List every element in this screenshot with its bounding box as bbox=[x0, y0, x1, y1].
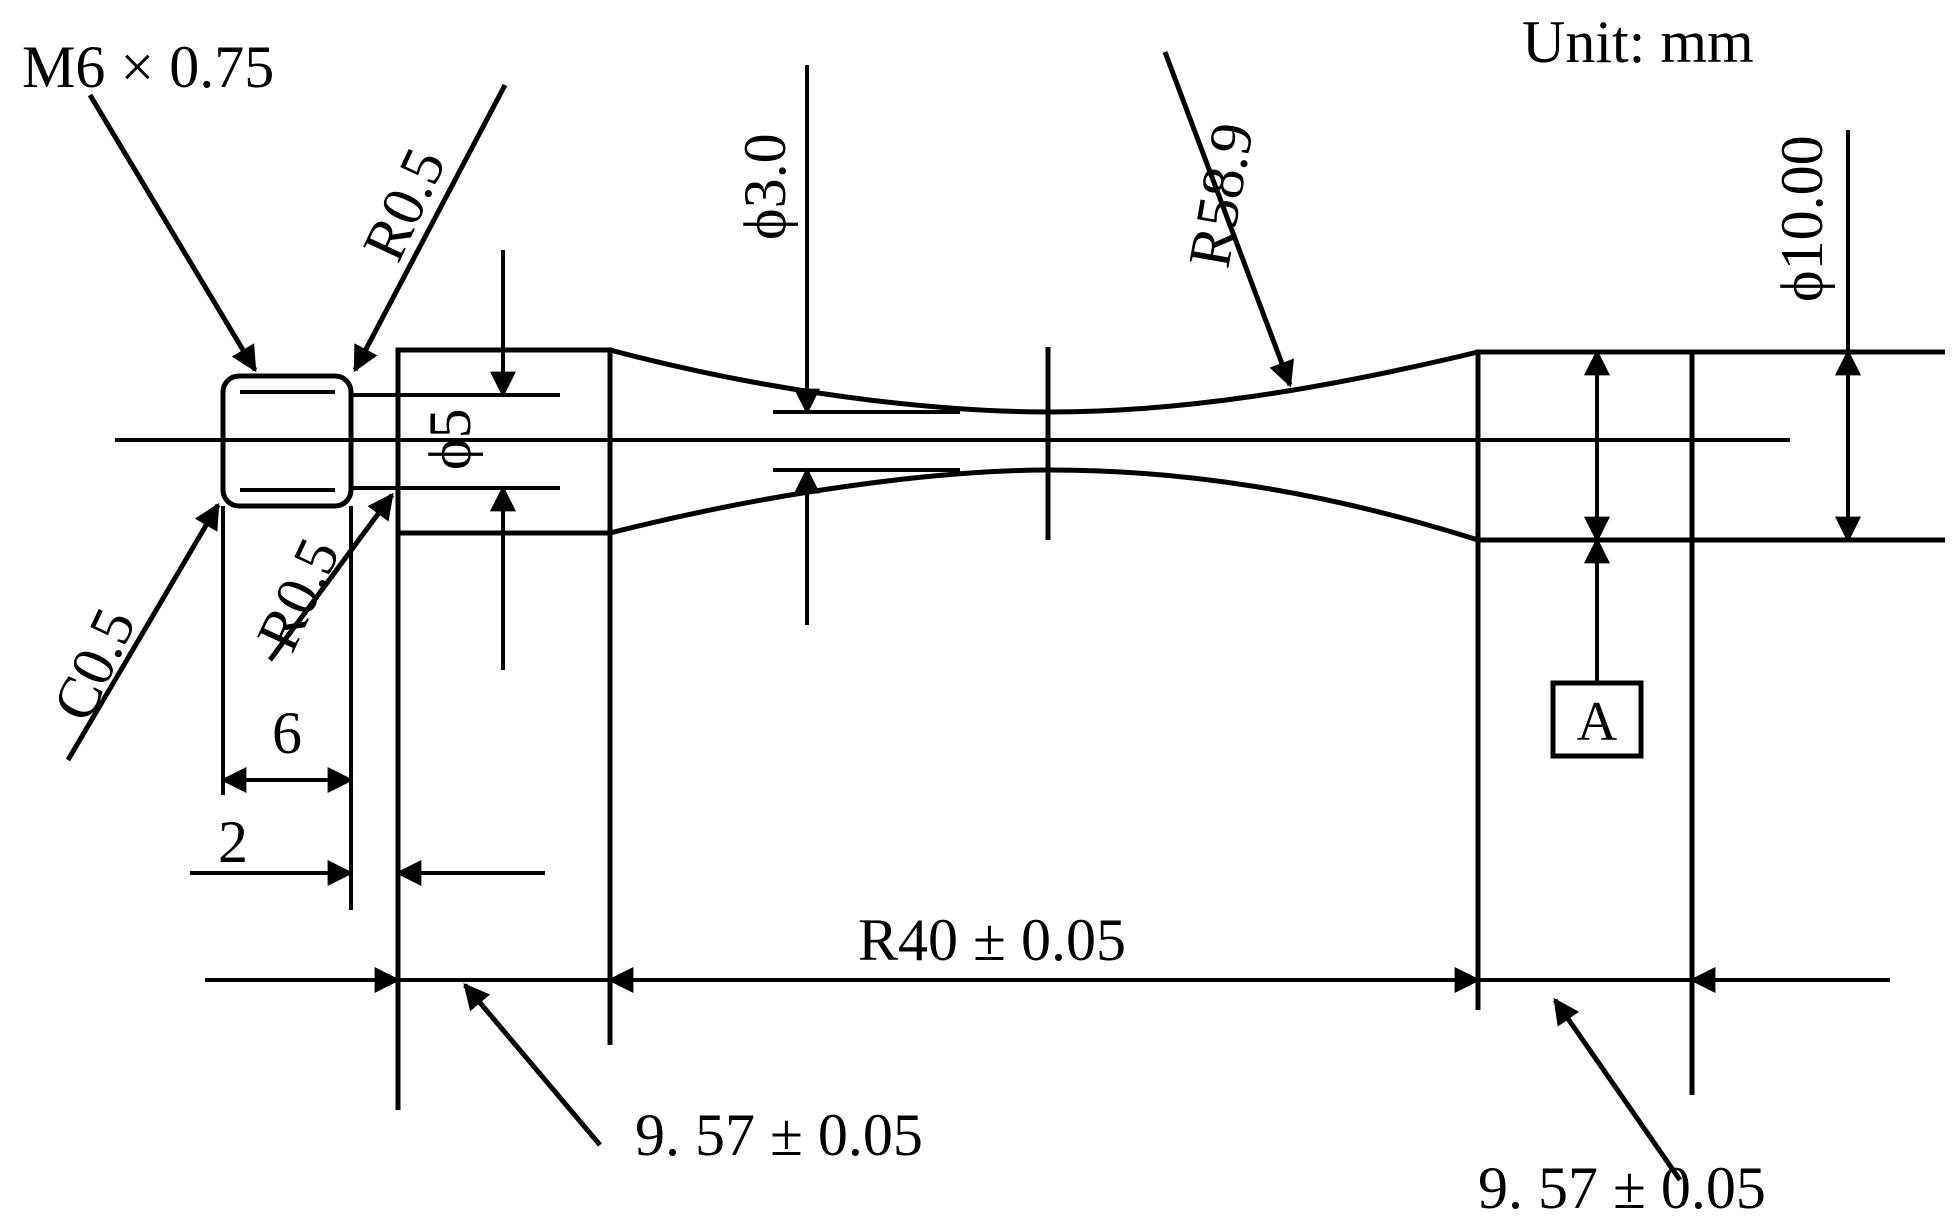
datum-a-box bbox=[1550, 680, 1644, 759]
len-right-label: 9. 57 ± 0.05 bbox=[1478, 1155, 1766, 1221]
thread-leader bbox=[87, 93, 258, 373]
r05-top-leader bbox=[352, 83, 508, 373]
r589-leader bbox=[1162, 51, 1294, 388]
c05-leader bbox=[65, 502, 221, 762]
len-left-label: 9. 57 ± 0.05 bbox=[635, 1102, 923, 1168]
c05-label: C0.5 bbox=[40, 598, 148, 730]
r40-label: R40 ± 0.05 bbox=[858, 907, 1126, 973]
len-left-leader bbox=[463, 983, 602, 1147]
len2-label: 2 bbox=[218, 809, 248, 875]
thread-head bbox=[220, 373, 354, 509]
unit-label: Unit: mm bbox=[1522, 9, 1754, 75]
gauge-bottom-profile bbox=[609, 467, 1479, 543]
r589-label: R58.9 bbox=[1176, 118, 1266, 272]
len6-label: 6 bbox=[272, 700, 302, 766]
len-right-leader bbox=[1552, 997, 1683, 1182]
gauge-top-profile bbox=[609, 347, 1479, 415]
thread-label: M6 × 0.75 bbox=[22, 34, 274, 100]
r05-bottom-leader bbox=[267, 492, 395, 662]
datum-a-label: A bbox=[1577, 691, 1618, 753]
dia10-label: ϕ10.00 bbox=[1769, 135, 1835, 302]
dia5-label: ϕ5 bbox=[417, 408, 483, 470]
r05-bottom-label: R0.5 bbox=[244, 528, 352, 660]
right-grip bbox=[1475, 349, 1695, 543]
dia3-label: ϕ3.0 bbox=[732, 133, 798, 240]
